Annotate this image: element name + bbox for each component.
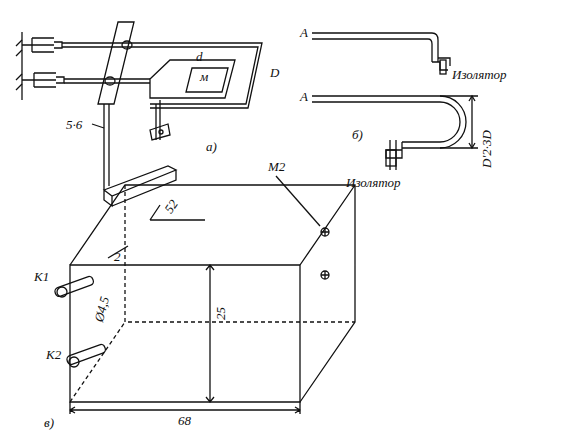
dimension-label: в): [44, 416, 54, 429]
dimension-label: M2: [268, 160, 285, 173]
dimension-label: К1: [34, 270, 49, 283]
dimension-label: 52: [162, 197, 180, 215]
dimension-label: К2: [46, 348, 61, 361]
dimension-label: Ø4,5: [92, 295, 111, 323]
dimension-label: d: [196, 50, 203, 63]
dimension-label: 2: [114, 250, 121, 263]
dimension-label: 68: [178, 414, 191, 427]
dimension-label: а): [206, 140, 217, 153]
dimension-label: 5·6: [66, 118, 82, 131]
dimension-label: А: [300, 90, 308, 103]
dimension-label: б): [352, 128, 363, 141]
dimension-label: А: [300, 26, 308, 39]
dimension-label: Изолятор: [452, 68, 507, 81]
dimension-label: Изолятор: [346, 176, 401, 189]
dimension-label: D: [270, 66, 279, 79]
dimension-label: м: [200, 70, 208, 83]
dimension-label: D'2·3D: [480, 130, 493, 168]
dimension-label: 25: [214, 307, 227, 320]
